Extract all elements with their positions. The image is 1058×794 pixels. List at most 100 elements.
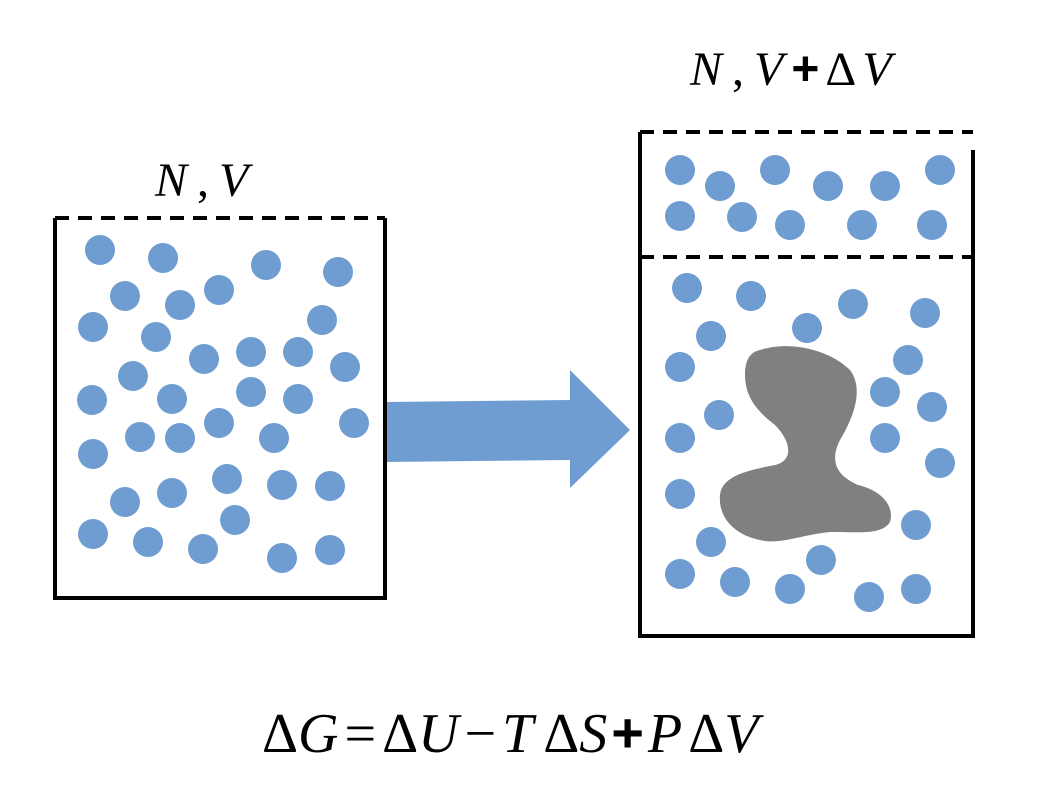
- solvent-particle: [118, 361, 148, 391]
- solvent-particle: [330, 352, 360, 382]
- eq-v: V: [724, 703, 764, 765]
- solvent-particle: [870, 377, 900, 407]
- eq-delta-1: Δ: [262, 703, 298, 765]
- solute-blob: [719, 346, 891, 542]
- solvent-particle: [672, 273, 702, 303]
- solvent-particle: [283, 384, 313, 414]
- solvent-particle: [236, 377, 266, 407]
- eq-minus: −: [465, 703, 497, 765]
- solvent-particle: [204, 275, 234, 305]
- solvent-particle: [806, 545, 836, 575]
- solvent-particle: [77, 385, 107, 415]
- label-sep: ,: [197, 154, 209, 207]
- solvent-particle: [251, 250, 281, 280]
- solvent-particle: [141, 322, 171, 352]
- solvent-particle: [267, 470, 297, 500]
- label-n: N: [154, 154, 190, 207]
- eq-g: G: [298, 703, 338, 765]
- eq-s: S: [579, 703, 607, 765]
- label-plus: +: [791, 43, 819, 96]
- solvent-particle: [307, 305, 337, 335]
- eq-u: U: [418, 703, 462, 765]
- eq-t: T: [502, 703, 537, 765]
- solvent-particle: [204, 408, 234, 438]
- solvent-particle: [847, 210, 877, 240]
- solvent-particle: [665, 479, 695, 509]
- right-container-walls: [638, 132, 975, 638]
- solvent-particle: [775, 574, 805, 604]
- solvent-particle: [813, 171, 843, 201]
- solvent-particle: [727, 202, 757, 232]
- solvent-particle: [78, 519, 108, 549]
- label-delta: Δ: [825, 43, 856, 96]
- solvent-particle: [665, 559, 695, 589]
- solvent-particle: [925, 448, 955, 478]
- solvent-particle: [792, 313, 822, 343]
- solvent-particle: [917, 210, 947, 240]
- right-particles: [665, 155, 955, 612]
- solvent-particle: [665, 201, 695, 231]
- solvent-particle: [85, 235, 115, 265]
- solvent-particle: [696, 527, 726, 557]
- solvent-particle: [188, 534, 218, 564]
- solvent-particle: [323, 257, 353, 287]
- solvent-particle: [893, 345, 923, 375]
- solvent-particle: [665, 423, 695, 453]
- solvent-particle: [220, 505, 250, 535]
- solvent-particle: [157, 384, 187, 414]
- label-sep: ,: [732, 43, 744, 96]
- solvent-particle: [165, 423, 195, 453]
- solvent-particle: [901, 574, 931, 604]
- solvent-particle: [236, 337, 266, 367]
- solvent-particle: [665, 155, 695, 185]
- solvent-particle: [267, 543, 297, 573]
- solvent-particle: [157, 478, 187, 508]
- left-container-walls: [53, 218, 387, 600]
- left-particles: [77, 235, 369, 573]
- solvent-particle: [705, 171, 735, 201]
- solvent-particle: [212, 464, 242, 494]
- solvent-particle: [133, 527, 163, 557]
- solvent-particle: [78, 312, 108, 342]
- label-n: N: [689, 43, 725, 96]
- solvent-particle: [775, 210, 805, 240]
- solvent-particle: [910, 298, 940, 328]
- left-box-label: N,V: [154, 154, 253, 207]
- right-container: [638, 130, 975, 638]
- solvent-particle: [78, 439, 108, 469]
- eq-delta-2: Δ: [382, 703, 418, 765]
- solvent-particle: [925, 155, 955, 185]
- solvent-particle: [315, 535, 345, 565]
- solvent-particle: [870, 171, 900, 201]
- solvent-particle: [854, 582, 884, 612]
- label-v: V: [219, 154, 253, 207]
- solvent-particle: [125, 422, 155, 452]
- solvent-particle: [720, 567, 750, 597]
- solvent-particle: [259, 423, 289, 453]
- solvent-particle: [165, 290, 195, 320]
- solvent-particle: [148, 243, 178, 273]
- eq-equals: =: [344, 703, 376, 765]
- eq-p: P: [647, 703, 682, 765]
- solvent-particle: [704, 400, 734, 430]
- solvent-particle: [870, 423, 900, 453]
- solvent-particle: [665, 352, 695, 382]
- solvent-particle: [283, 337, 313, 367]
- solvent-particle: [901, 510, 931, 540]
- eq-delta-3: Δ: [543, 703, 579, 765]
- left-container: [53, 216, 387, 600]
- solvent-particle: [917, 392, 947, 422]
- eq-plus: +: [611, 701, 644, 764]
- solvent-particle: [189, 344, 219, 374]
- process-arrow: [387, 370, 630, 488]
- label-v2: V: [862, 43, 896, 96]
- solvent-particle: [110, 487, 140, 517]
- solvent-particle: [736, 281, 766, 311]
- solvent-particle: [315, 471, 345, 501]
- solvent-particle: [696, 321, 726, 351]
- eq-delta-4: Δ: [688, 703, 724, 765]
- solvent-particle: [760, 155, 790, 185]
